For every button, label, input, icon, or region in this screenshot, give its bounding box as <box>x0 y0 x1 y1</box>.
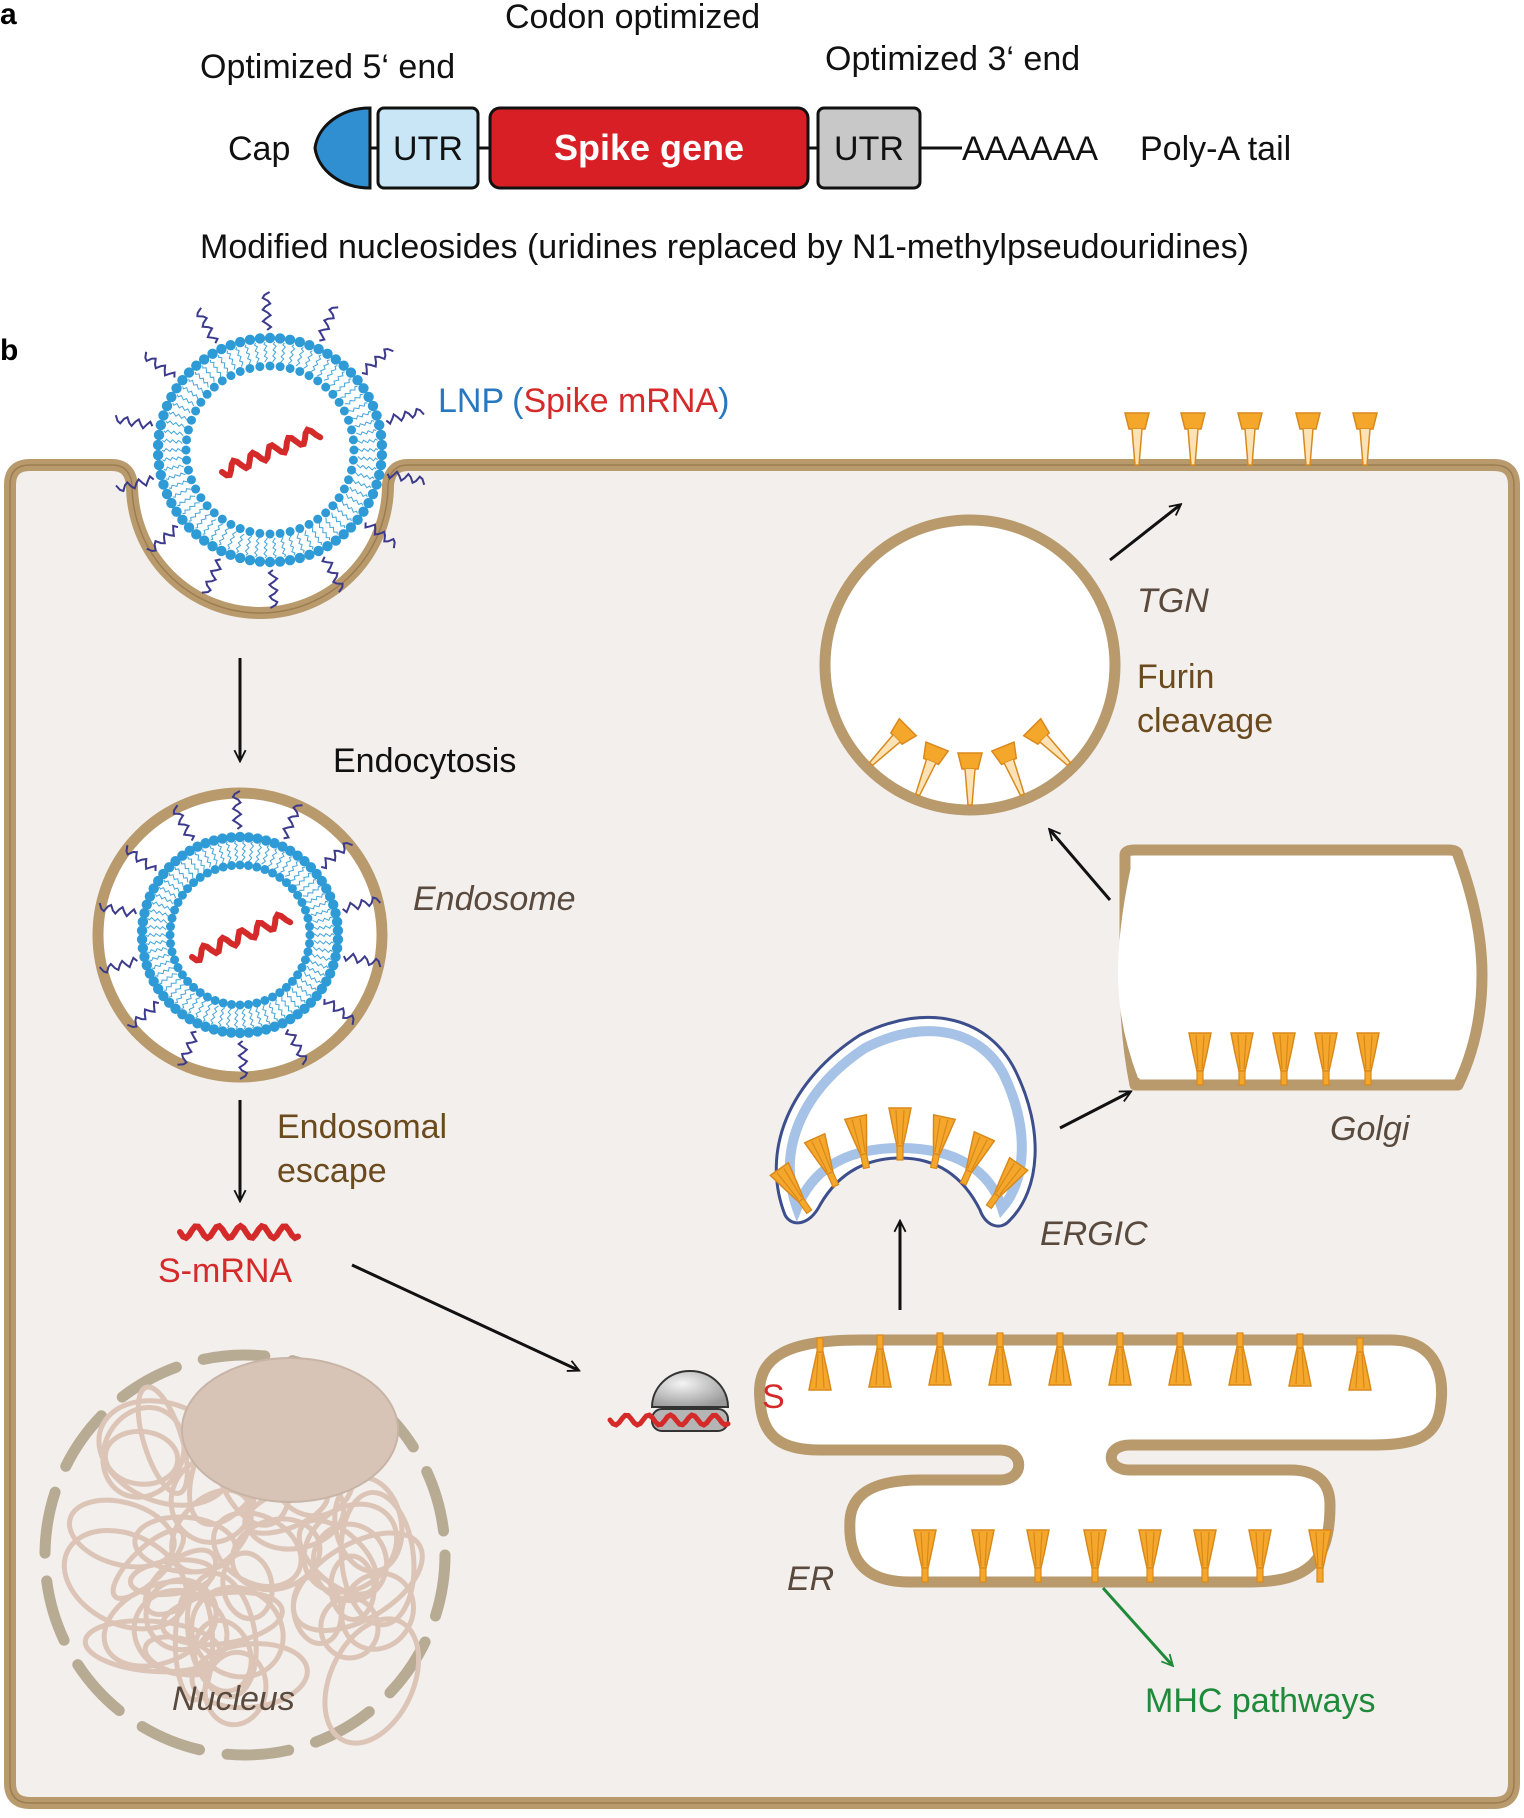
golgi-label: Golgi <box>1330 1110 1411 1148</box>
endosomal-escape-label-1: Endosomal <box>277 1108 447 1146</box>
cell-surface-spike-proteins <box>1124 412 1378 466</box>
endocytosis-label: Endocytosis <box>333 742 516 780</box>
cap-label: Cap <box>228 130 290 168</box>
ribosome-icon <box>607 1370 731 1432</box>
s-mrna-strand <box>177 1222 301 1242</box>
panel-a-letter: a <box>0 0 17 31</box>
s-label: S <box>762 1378 785 1416</box>
codon-optimized-label: Codon optimized <box>505 0 760 36</box>
furin-label-2: cleavage <box>1137 702 1273 740</box>
cap-icon <box>313 106 372 190</box>
chromatin <box>61 1384 425 1746</box>
poly-a-sequence: AAAAAA <box>962 130 1098 168</box>
arrow-to-ribosome <box>351 1263 578 1370</box>
lnp-cargo-label: Spike mRNA <box>523 382 718 420</box>
er-label: ER <box>787 1560 834 1598</box>
spike-gene-label: Spike gene <box>554 127 744 168</box>
mhc-pathways-label: MHC pathways <box>1145 1682 1376 1720</box>
nuclear-envelope <box>39 1349 451 1761</box>
nucleolus <box>181 1357 399 1503</box>
translated-mrna <box>607 1412 731 1428</box>
tgn-label: TGN <box>1137 582 1209 620</box>
optimized-5-end-label: Optimized 5‘ end <box>200 48 455 86</box>
poly-a-tail-label: Poly-A tail <box>1140 130 1291 168</box>
panel-b-letter: b <box>0 334 18 367</box>
s-mrna-label: S-mRNA <box>158 1252 292 1290</box>
endosome-label: Endosome <box>413 880 576 918</box>
panel-b: b LNP(Spike mRNA) Endocytosis Endosome E… <box>0 291 1520 1809</box>
panel-a: a Codon optimized Optimized 5‘ end Optim… <box>0 0 1291 266</box>
arrow-mhc <box>1101 1586 1172 1665</box>
utr-5-label: UTR <box>393 130 463 168</box>
lnp-particle-icon <box>114 291 426 609</box>
arrow-to-tgn <box>1050 830 1112 901</box>
utr-3-label: UTR <box>834 130 904 168</box>
furin-label-1: Furin <box>1137 658 1214 696</box>
nucleus-label: Nucleus <box>172 1680 295 1718</box>
lnp-in-endosome-icon <box>98 790 382 1080</box>
lnp-caption: LNP(Spike mRNA) <box>438 382 729 420</box>
arrow-to-cell-surface <box>1109 505 1180 562</box>
cell-membrane <box>4 459 1520 1809</box>
endosomal-escape-label-2: escape <box>277 1152 387 1190</box>
lnp-label: LNP <box>438 382 504 420</box>
modified-nucleosides-label: Modified nucleosides (uridines replaced … <box>200 228 1249 266</box>
arrow-to-golgi <box>1059 1092 1130 1130</box>
optimized-3-end-label: Optimized 3‘ end <box>825 40 1080 78</box>
ergic-label: ERGIC <box>1040 1215 1148 1253</box>
er-membrane <box>754 1334 1448 1588</box>
nucleus-icon: Nucleus <box>39 1349 451 1761</box>
